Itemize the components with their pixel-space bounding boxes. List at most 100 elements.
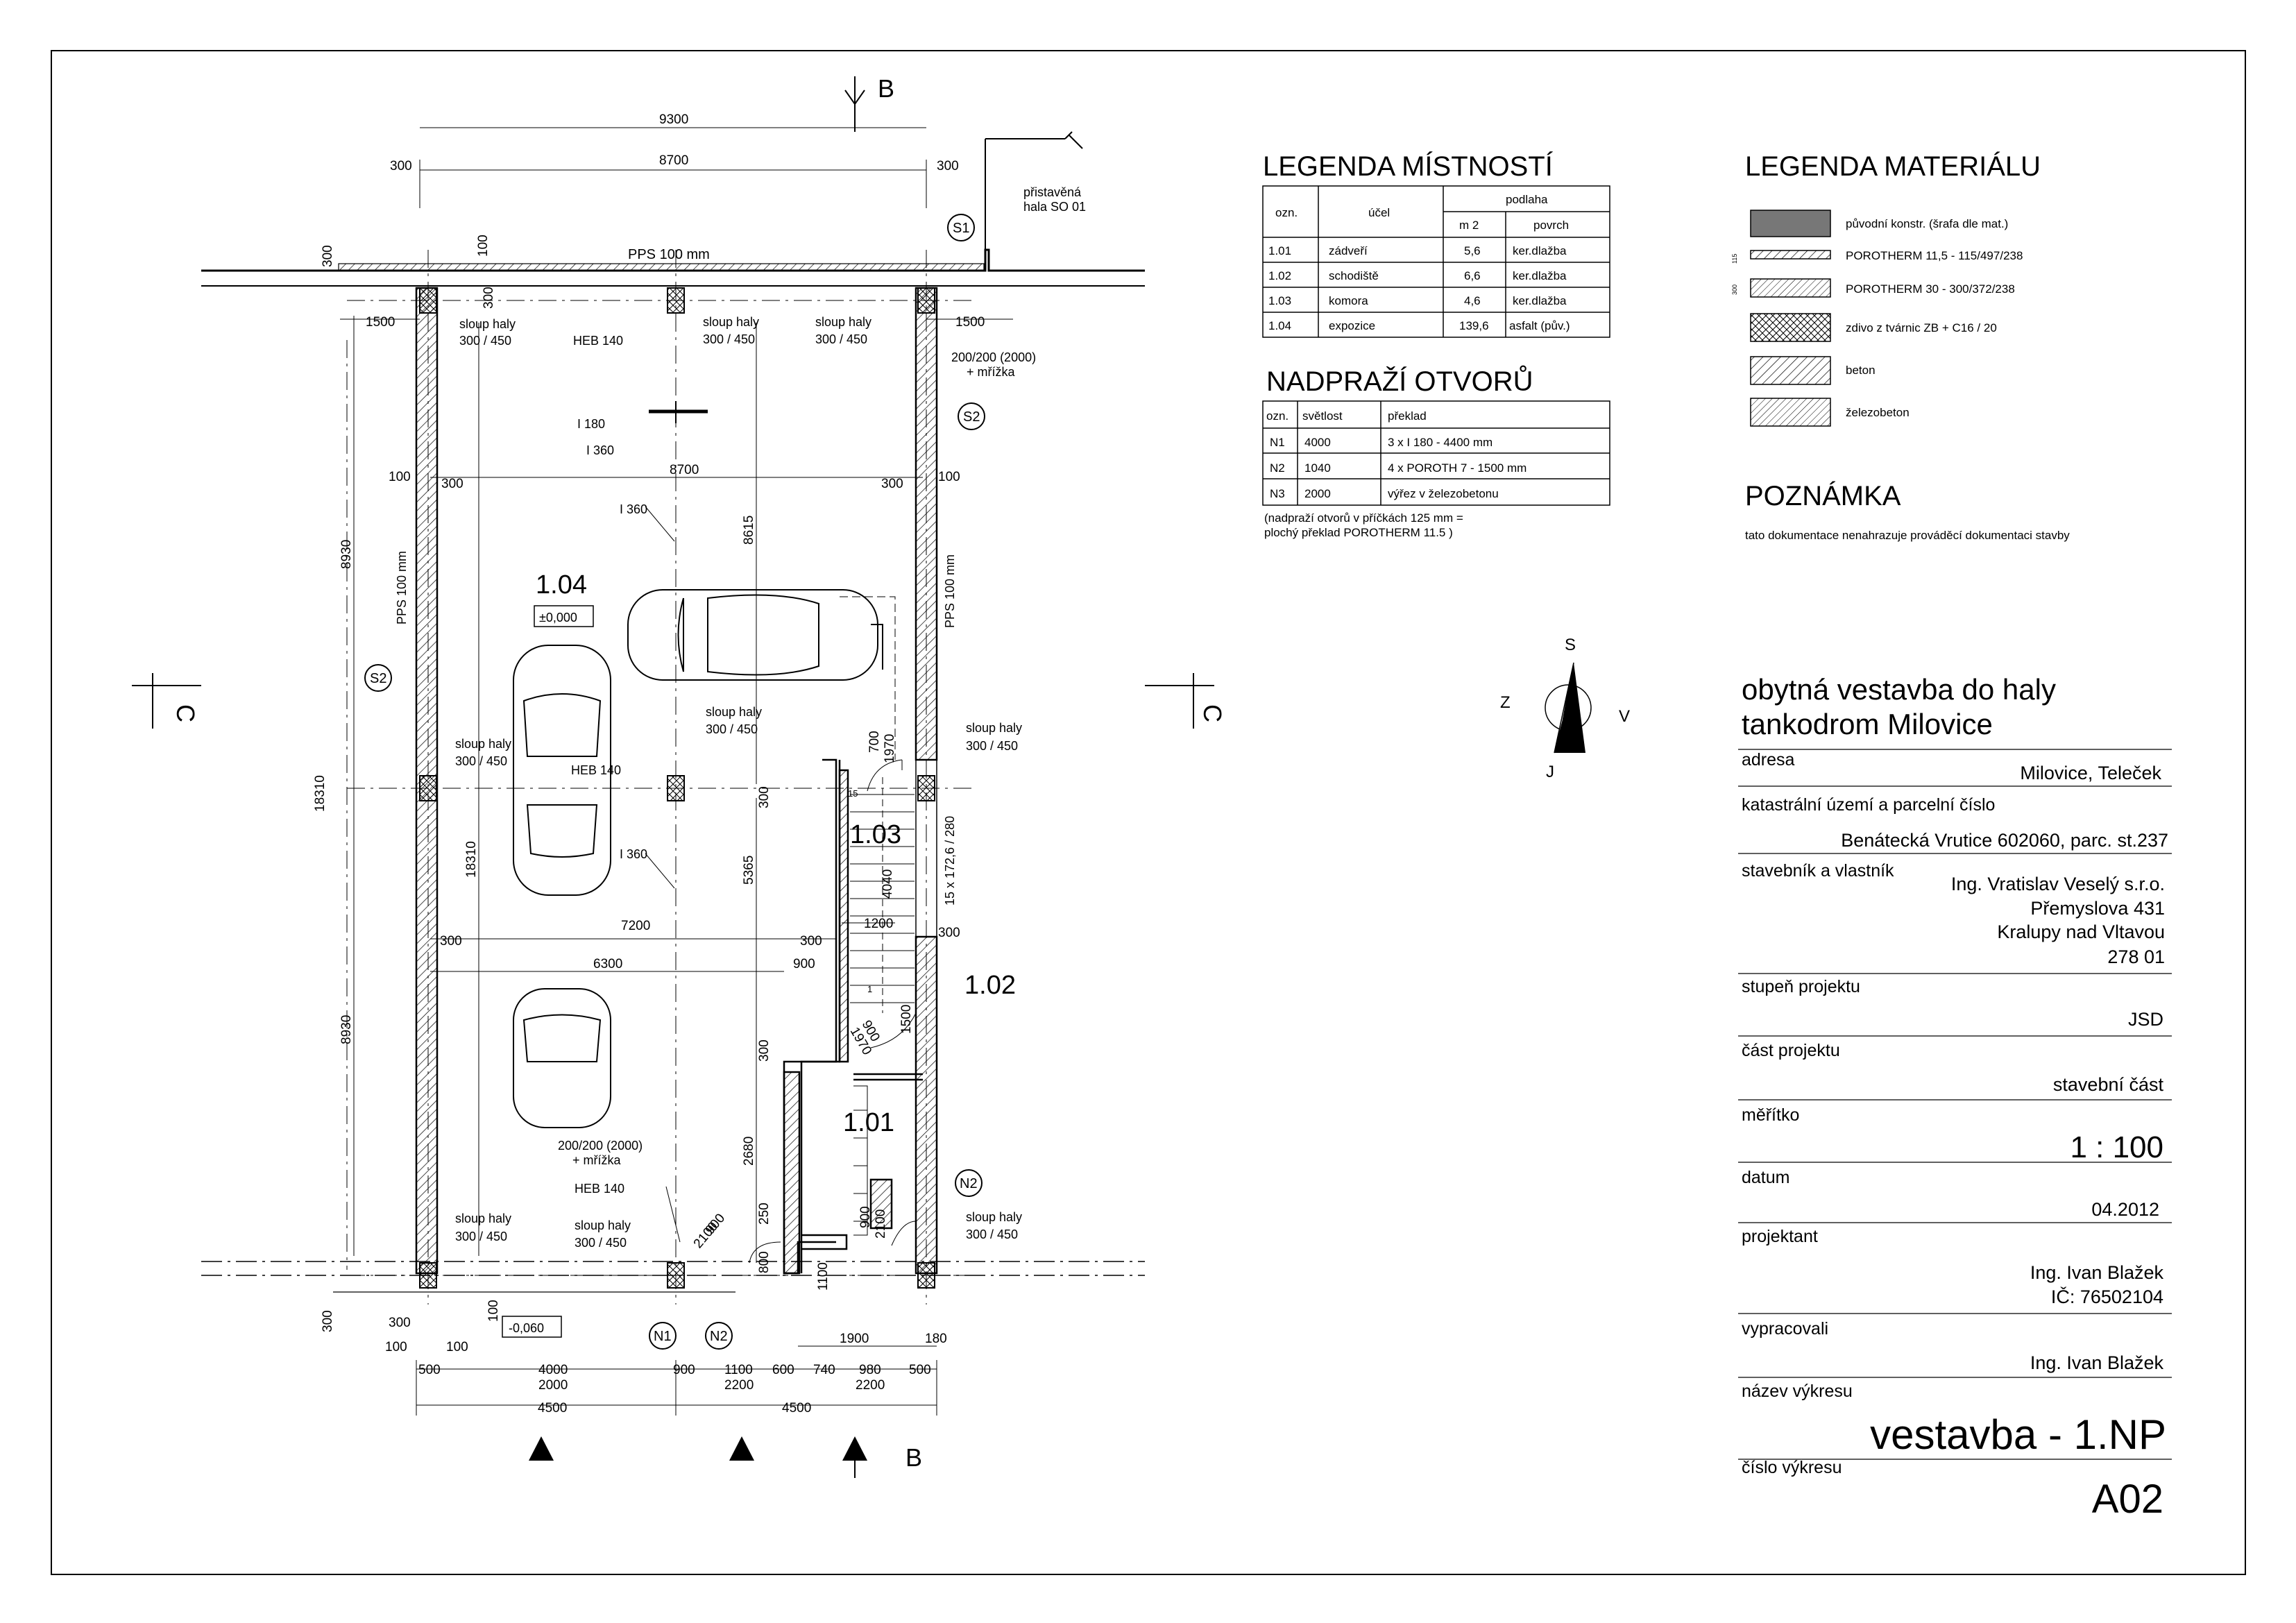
dim-1100-vert: 1100 (816, 1262, 831, 1291)
room-row-m2: 139,6 (1459, 319, 1489, 332)
tag-s2-right: S2 (963, 409, 980, 425)
lintels-note-1: (nadpraží otvorů v příčkách 125 mm = (1264, 511, 1463, 525)
lintel-row-svetlost: 1040 (1304, 461, 1331, 475)
dim-100-bottom-vert: 100 (486, 1300, 501, 1322)
bdim-4000: 4000 (538, 1363, 568, 1377)
internal-rooms (783, 758, 923, 1275)
room-103: 1.03 (850, 820, 901, 849)
legend-rooms-h-ozn: ozn. (1275, 206, 1298, 219)
meritko-value: 1 : 100 (2070, 1130, 2163, 1164)
pps-top-label: PPS 100 mm (628, 247, 710, 262)
vypracovali-value: Ing. Ivan Blažek (2030, 1352, 2164, 1373)
dim-6300: 6300 (593, 957, 622, 971)
column-label-mr: sloup haly (966, 721, 1022, 735)
note-text: tato dokumentace nenahrazuje prováděcí d… (1745, 529, 2070, 542)
hala-so-label: hala SO 01 (1023, 200, 1086, 214)
dim-8700: 8700 (659, 153, 688, 168)
compass-s: S (1565, 636, 1576, 654)
marker-b-bottom: B (905, 1443, 922, 1472)
lintels-table (1262, 400, 1610, 506)
compass-z: Z (1500, 693, 1511, 712)
dim-8615: 8615 (742, 516, 756, 545)
room-row-ozn: 1.02 (1268, 269, 1291, 282)
adresa-label: adresa (1742, 750, 1795, 770)
lintel-row-ozn: N2 (1270, 461, 1285, 475)
sheet-border (51, 50, 2246, 1575)
room-row-ozn: 1.01 (1268, 244, 1291, 257)
legend-rooms-title: LEGENDA MÍSTNOSTÍ (1263, 151, 1554, 182)
column-dim-tl: 300 / 450 (459, 334, 511, 348)
room-102: 1.02 (964, 971, 1016, 1000)
dim-5365: 5365 (742, 856, 756, 885)
mrizka-top: + mřížka (967, 365, 1016, 379)
material-thk-115: 115 (1731, 254, 1738, 264)
material-label: zdivo z tvárnic ZB + C16 / 20 (1846, 321, 1997, 334)
column-dim-bl: 300 / 450 (455, 1230, 507, 1243)
note-title: POZNÁMKA (1745, 480, 1901, 511)
heb-label-bottom: HEB 140 (575, 1182, 624, 1196)
tag-n2-bottom: N2 (710, 1329, 728, 1344)
bdim-600: 600 (772, 1363, 794, 1377)
dim-250: 250 (757, 1203, 772, 1225)
stavebnik-label: stavebník a vlastník (1742, 861, 1894, 881)
heb-label-mid: HEB 140 (571, 763, 621, 777)
dim-300-mr: 300 (881, 477, 903, 491)
dim-1500-r: 1500 (955, 315, 985, 330)
material-label: POROTHERM 11,5 - 115/497/238 (1846, 249, 2023, 262)
dim-300-vert: 300 (321, 245, 335, 267)
tag-n1: N1 (654, 1329, 672, 1344)
column-label-tm: sloup haly (703, 315, 759, 329)
column-label-bl: sloup haly (455, 1212, 511, 1225)
dim-300-bl: 300 (389, 1316, 411, 1330)
room-row-m2: 4,6 (1464, 294, 1481, 307)
compass-j: J (1546, 763, 1554, 781)
dim-700: 700 (867, 731, 882, 753)
floor-plan (132, 76, 1214, 1478)
legend-rooms-h-povrch: povrch (1533, 219, 1569, 232)
drawing-number: A02 (2092, 1477, 2163, 1522)
material-label: železobeton (1846, 406, 1910, 419)
mrizka-dim-top: 200/200 (2000) (951, 350, 1036, 364)
column-label-br: sloup haly (966, 1210, 1022, 1224)
dim-300-m2: 300 (800, 934, 822, 949)
stupen-value: JSD (2128, 1009, 2163, 1030)
column-label-mm: sloup haly (706, 705, 762, 719)
vypracovali-label: vypracovali (1742, 1319, 1828, 1339)
room-row-ozn: 1.04 (1268, 319, 1291, 332)
meritko-label: měřítko (1742, 1105, 1799, 1125)
column-dim-bm: 300 / 450 (575, 1236, 627, 1250)
dim-1900: 1900 (840, 1332, 869, 1346)
bdim-500-l: 500 (418, 1363, 441, 1377)
dim-100-bl-b: 100 (446, 1340, 468, 1354)
marker-c-right: C (1198, 704, 1227, 722)
legend-rooms-h-podlaha: podlaha (1506, 193, 1548, 206)
i360-label-b: I 360 (620, 502, 647, 516)
room-row-povrch: ker.dlažba (1513, 294, 1567, 307)
bdim-2000: 2000 (538, 1378, 568, 1393)
projektant-label: projektant (1742, 1227, 1818, 1246)
dim-1200: 1200 (864, 917, 893, 931)
dim-18310-inner: 18310 (464, 841, 479, 878)
lintels-note-2: plochý překlad POROTHERM 11.5 ) (1264, 526, 1453, 539)
pristavena-label: přistavěná (1023, 185, 1082, 199)
dim-300-tl: 300 (390, 159, 412, 173)
bdim-740: 740 (813, 1363, 835, 1377)
room-row-povrch: ker.dlažba (1513, 269, 1567, 282)
compass-v: V (1619, 707, 1630, 726)
dim-7200: 7200 (621, 919, 650, 933)
column-dim-tm: 300 / 450 (703, 332, 755, 346)
dim-300-ml: 300 (441, 477, 464, 491)
column-dim-ml: 300 / 450 (455, 754, 507, 768)
katastr-value: Benátecká Vrutice 602060, parc. st.237 (1841, 830, 2168, 851)
pps-right-label: PPS 100 mm (943, 554, 957, 628)
drawing-name: vestavba - 1.NP (1870, 1411, 2166, 1458)
bdim-900: 900 (673, 1363, 695, 1377)
column-dim-mr: 300 / 450 (966, 739, 1018, 753)
bdim-4500-l: 4500 (538, 1401, 567, 1416)
tag-s2-left: S2 (370, 671, 386, 686)
column-dim-tr: 300 / 450 (815, 332, 867, 346)
material-label: původní konstr. (šrafa dle mat.) (1846, 217, 2008, 230)
stavebnik-3: Kralupy nad Vltavou (1997, 921, 2165, 942)
dim-1500-l: 1500 (366, 315, 395, 330)
lintel-row-preklad: 4 x POROTH 7 - 1500 mm (1388, 461, 1527, 475)
